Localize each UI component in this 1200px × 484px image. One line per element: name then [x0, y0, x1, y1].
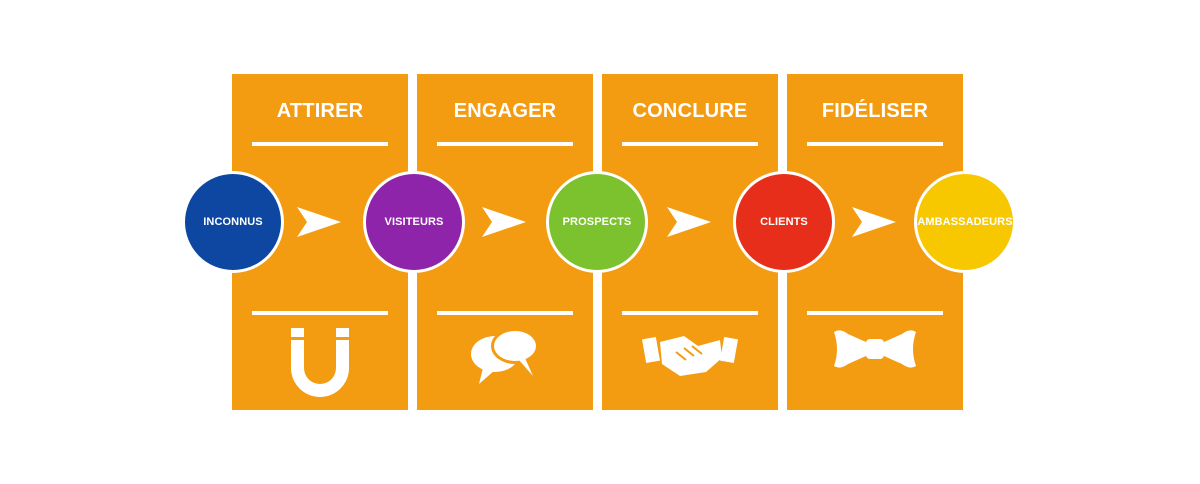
stage-title: ENGAGER [453, 100, 557, 122]
arrow-right-icon [297, 207, 341, 242]
divider [622, 311, 758, 315]
arrow-right-icon [852, 207, 896, 242]
arrow-right-icon [482, 207, 526, 242]
stage-title: CONCLURE [632, 100, 748, 122]
divider [807, 142, 943, 146]
stage-node-prospects: PROSPECTS [546, 171, 648, 273]
divider [437, 142, 573, 146]
speech-bubbles-icon [417, 324, 593, 388]
stage-title: ATTIRER [276, 100, 364, 122]
stage-node-clients: CLIENTS [733, 171, 835, 273]
node-label: PROSPECTS [562, 216, 632, 228]
divider [622, 142, 758, 146]
magnet-icon [232, 324, 408, 398]
stage-title: FIDÉLISER [821, 100, 929, 122]
divider [807, 311, 943, 315]
handshake-icon [602, 324, 778, 384]
node-label: VISITEURS [384, 216, 444, 228]
node-label: INCONNUS [203, 216, 263, 228]
stage-node-inconnus: INCONNUS [182, 171, 284, 273]
node-label: AMBASSADEURS [917, 216, 1013, 228]
divider [437, 311, 573, 315]
arrow-right-icon [667, 207, 711, 242]
stage-node-visiteurs: VISITEURS [363, 171, 465, 273]
node-label: CLIENTS [760, 216, 808, 228]
stage-node-ambassadeurs: AMBASSADEURS [914, 171, 1016, 273]
divider [252, 142, 388, 146]
bow-tie-icon [787, 324, 963, 374]
divider [252, 311, 388, 315]
